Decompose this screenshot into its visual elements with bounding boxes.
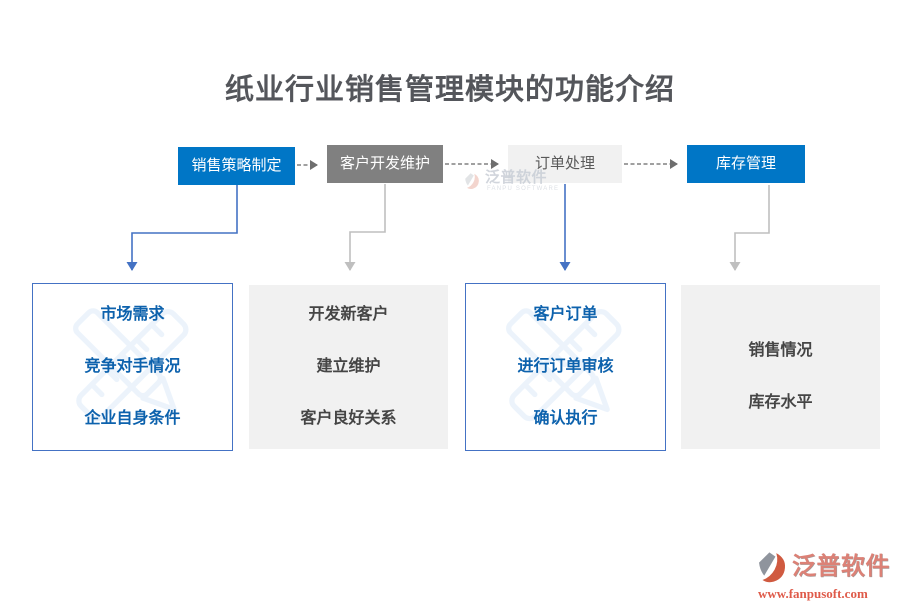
detail-item: 开发新客户 [308,306,389,323]
watermark-subtext: FANPU SOFTWARE [487,186,560,192]
page-title: 纸业行业销售管理模块的功能介绍 [224,74,675,106]
flow-node-label: 客户开发维护 [339,155,430,172]
watermark-brand: 泛普软件 [485,169,548,186]
ruler-pencil-watermark-icon [72,308,189,422]
detail-box-order-processing: 客户订单 进行订单审核 确认执行 [465,283,666,451]
footer-url: www.fanpusoft.com [758,586,868,601]
detail-item: 企业自身条件 [84,410,181,427]
flow-node-order-processing: 订单处理 [508,145,622,183]
detail-item: 客户良好关系 [300,410,397,427]
detail-item: 进行订单审核 [517,358,614,375]
center-watermark: 泛普软件 FANPU SOFTWARE [462,170,559,193]
connector-inventory [729,185,770,271]
fanpu-logo-icon [465,173,479,190]
detail-item: 销售情况 [748,342,813,359]
detail-box-customer-development: 开发新客户 建立维护 客户良好关系 [249,285,448,449]
center-watermark-text: 泛普软件 FANPU SOFTWARE [485,170,559,193]
detail-item: 库存水平 [748,394,813,411]
flow-node-sales-strategy: 销售策略制定 [178,147,295,185]
connector-customer-development [344,184,386,271]
detail-item: 市场需求 [100,306,165,323]
detail-box-sales-strategy: 市场需求 竞争对手情况 企业自身条件 [32,283,233,451]
flow-node-label: 库存管理 [715,155,776,172]
connector-sales-strategy [126,185,238,271]
flow-node-customer-development: 客户开发维护 [327,145,443,183]
flow-node-label: 销售策略制定 [191,157,282,174]
detail-box-inventory: 销售情况 库存水平 [681,285,880,449]
flow-node-inventory: 库存管理 [687,145,805,183]
ruler-pencil-watermark-icon [505,308,622,422]
footer-logo-row: 泛普软件 [753,548,893,586]
detail-item: 确认执行 [533,410,598,427]
detail-item: 竞争对手情况 [84,358,181,375]
fanpu-logo-icon [759,552,786,583]
footer-logo: 泛普软件 www.fanpusoft.com [753,548,893,602]
detail-item: 建立维护 [316,358,381,375]
footer-brand: 泛普软件 [792,553,890,580]
flow-node-label: 订单处理 [534,155,595,172]
detail-item: 客户订单 [533,306,598,323]
